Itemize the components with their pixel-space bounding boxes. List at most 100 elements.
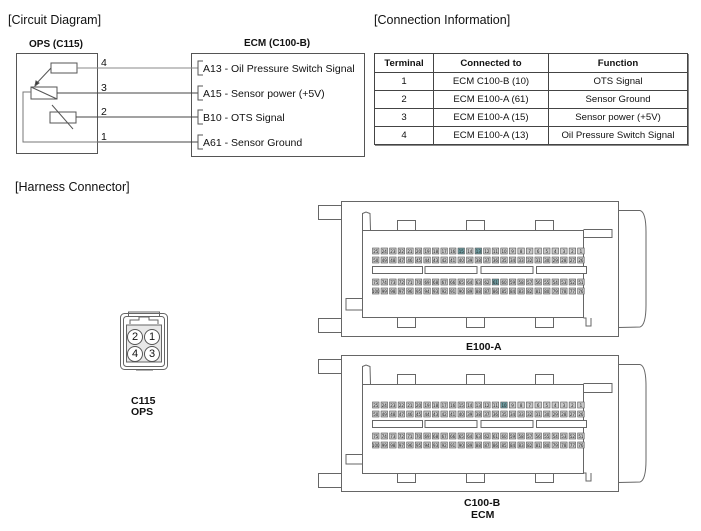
pin-60[interactable]: [500, 278, 508, 286]
pin-81[interactable]: [534, 441, 542, 449]
pin-78[interactable]: [560, 287, 568, 295]
pin-83[interactable]: [517, 441, 525, 449]
pin-41[interactable]: [449, 410, 457, 418]
pin-13[interactable]: [474, 247, 482, 255]
pin-75[interactable]: [372, 278, 380, 286]
pin-89[interactable]: [466, 441, 474, 449]
pin-58[interactable]: [517, 278, 525, 286]
pin-53[interactable]: [560, 278, 568, 286]
pin-50[interactable]: [372, 410, 380, 418]
pin-66[interactable]: [449, 278, 457, 286]
pin-59[interactable]: [508, 432, 517, 440]
pin-100[interactable]: [372, 287, 380, 295]
pin-34[interactable]: [508, 256, 517, 264]
pin-24[interactable]: [380, 401, 388, 409]
pin-92[interactable]: [440, 441, 448, 449]
pin-93[interactable]: [432, 441, 440, 449]
pin-62[interactable]: [483, 278, 491, 286]
pin-13[interactable]: [474, 401, 482, 409]
pin-19[interactable]: [423, 401, 431, 409]
pin-61[interactable]: [491, 432, 500, 440]
pin-29[interactable]: [551, 256, 559, 264]
pin-73[interactable]: [389, 432, 397, 440]
pin-42[interactable]: [440, 410, 448, 418]
pin-26[interactable]: [577, 410, 585, 418]
pin-94[interactable]: [423, 441, 431, 449]
pin-57[interactable]: [526, 278, 534, 286]
pin-98[interactable]: [389, 287, 397, 295]
pin-94[interactable]: [423, 287, 431, 295]
pin-44[interactable]: [423, 410, 431, 418]
pin-88[interactable]: [474, 287, 482, 295]
pin-54[interactable]: [551, 278, 559, 286]
c115-pin-4[interactable]: 4: [127, 346, 143, 362]
pin-72[interactable]: [397, 432, 405, 440]
pin-8[interactable]: [517, 247, 525, 255]
pin-74[interactable]: [380, 432, 388, 440]
pin-62[interactable]: [483, 432, 491, 440]
pin-63[interactable]: [474, 278, 482, 286]
pin-90[interactable]: [457, 441, 465, 449]
pin-4[interactable]: [551, 401, 559, 409]
pin-65[interactable]: [457, 432, 465, 440]
pin-33[interactable]: [517, 410, 525, 418]
pin-6[interactable]: [534, 401, 542, 409]
pin-53[interactable]: [560, 432, 568, 440]
pin-24[interactable]: [380, 247, 388, 255]
pin-10[interactable]: [500, 401, 508, 409]
pin-27[interactable]: [568, 256, 576, 264]
pin-40[interactable]: [457, 410, 465, 418]
pin-86[interactable]: [491, 287, 500, 295]
pin-32[interactable]: [526, 256, 534, 264]
pin-18[interactable]: [432, 401, 440, 409]
pin-71[interactable]: [406, 432, 414, 440]
pin-98[interactable]: [389, 441, 397, 449]
pin-32[interactable]: [526, 410, 534, 418]
pin-37[interactable]: [483, 256, 491, 264]
pin-76[interactable]: [577, 441, 585, 449]
pin-83[interactable]: [517, 287, 525, 295]
pin-17[interactable]: [440, 247, 448, 255]
pin-72[interactable]: [397, 278, 405, 286]
pin-12[interactable]: [483, 247, 491, 255]
pin-7[interactable]: [526, 401, 534, 409]
c115-pin-2[interactable]: 2: [127, 329, 143, 345]
pin-95[interactable]: [414, 441, 423, 449]
pin-12[interactable]: [483, 401, 491, 409]
pin-7[interactable]: [526, 247, 534, 255]
pin-57[interactable]: [526, 432, 534, 440]
pin-14[interactable]: [466, 247, 474, 255]
pin-33[interactable]: [517, 256, 525, 264]
pin-31[interactable]: [534, 410, 542, 418]
pin-34[interactable]: [508, 410, 517, 418]
pin-51[interactable]: [577, 278, 585, 286]
pin-48[interactable]: [389, 410, 397, 418]
pin-81[interactable]: [534, 287, 542, 295]
pin-31[interactable]: [534, 256, 542, 264]
pin-1[interactable]: [577, 401, 585, 409]
pin-25[interactable]: [372, 247, 380, 255]
pin-68[interactable]: [432, 278, 440, 286]
pin-46[interactable]: [406, 256, 414, 264]
pin-95[interactable]: [414, 287, 423, 295]
c115-pin-3[interactable]: 3: [144, 346, 160, 362]
pin-5[interactable]: [543, 401, 551, 409]
pin-3[interactable]: [560, 247, 568, 255]
pin-100[interactable]: [372, 441, 380, 449]
pin-43[interactable]: [432, 256, 440, 264]
pin-44[interactable]: [423, 256, 431, 264]
pin-61[interactable]: [491, 278, 500, 286]
pin-9[interactable]: [508, 401, 517, 409]
pin-23[interactable]: [389, 401, 397, 409]
pin-30[interactable]: [543, 410, 551, 418]
pin-42[interactable]: [440, 256, 448, 264]
pin-75[interactable]: [372, 432, 380, 440]
pin-76[interactable]: [577, 287, 585, 295]
pin-21[interactable]: [406, 247, 414, 255]
pin-63[interactable]: [474, 432, 482, 440]
pin-49[interactable]: [380, 256, 388, 264]
pin-27[interactable]: [568, 410, 576, 418]
pin-1[interactable]: [577, 247, 585, 255]
pin-89[interactable]: [466, 287, 474, 295]
pin-97[interactable]: [397, 441, 405, 449]
